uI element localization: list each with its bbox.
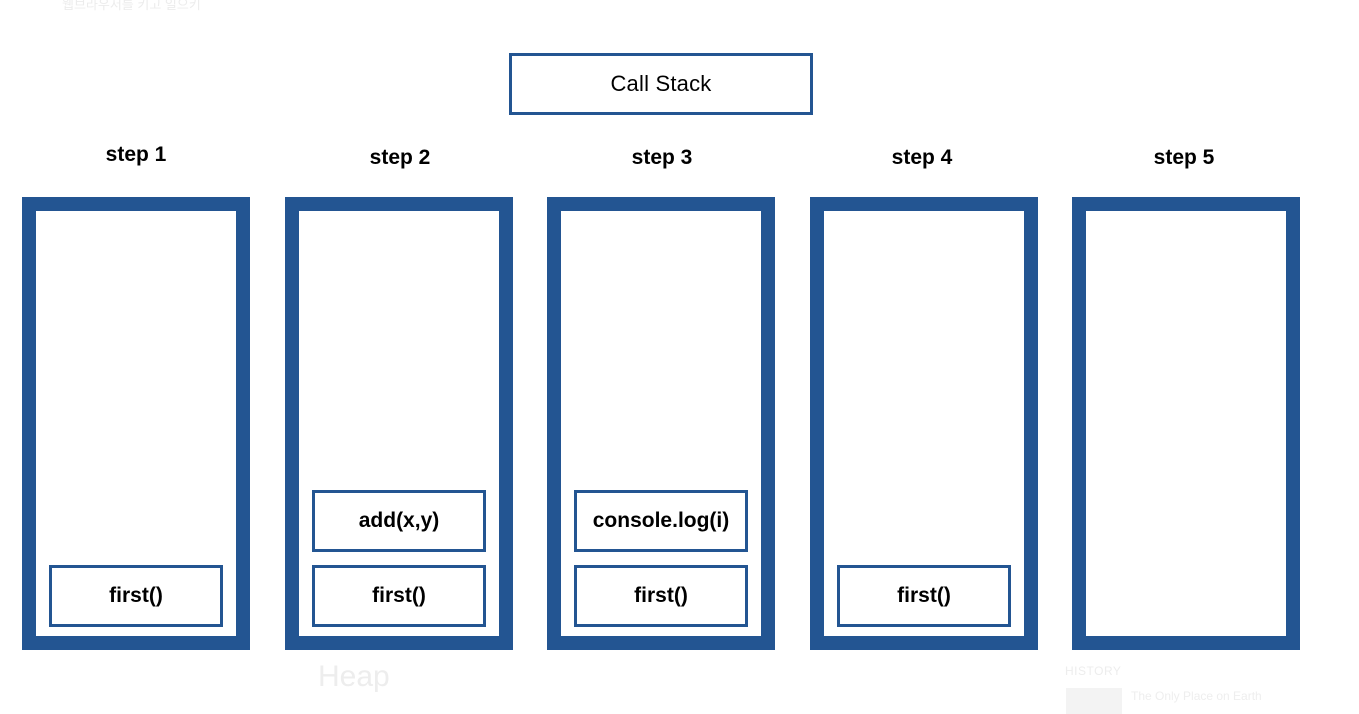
faint-history-item: The Only Place on Earth <box>1131 689 1262 703</box>
stack-frame-first: first() <box>49 565 223 627</box>
faint-header-text: 웹브라우저를 키고 일으키 <box>62 0 201 12</box>
stack-frame-first: first() <box>574 565 748 627</box>
step-4-stack: first() <box>810 197 1038 650</box>
step-3-stack: console.log(i) first() <box>547 197 775 650</box>
step-1-label: step 1 <box>105 143 167 166</box>
step-1-stack: first() <box>22 197 250 650</box>
stack-frame-add: add(x,y) <box>312 490 486 552</box>
call-stack-title: Call Stack <box>509 53 813 115</box>
step-3-label: step 3 <box>631 146 693 169</box>
stack-frame-first: first() <box>312 565 486 627</box>
step-5-label: step 5 <box>1153 146 1215 169</box>
faint-history-heading: HISTORY <box>1065 664 1122 678</box>
faint-history-thumbnail <box>1066 688 1122 714</box>
stack-frame-console-log: console.log(i) <box>574 490 748 552</box>
stack-frame-first: first() <box>837 565 1011 627</box>
step-5-stack <box>1072 197 1300 650</box>
step-4-label: step 4 <box>891 146 953 169</box>
faint-heap-text: Heap <box>318 660 390 693</box>
step-2-label: step 2 <box>369 146 431 169</box>
step-2-stack: add(x,y) first() <box>285 197 513 650</box>
